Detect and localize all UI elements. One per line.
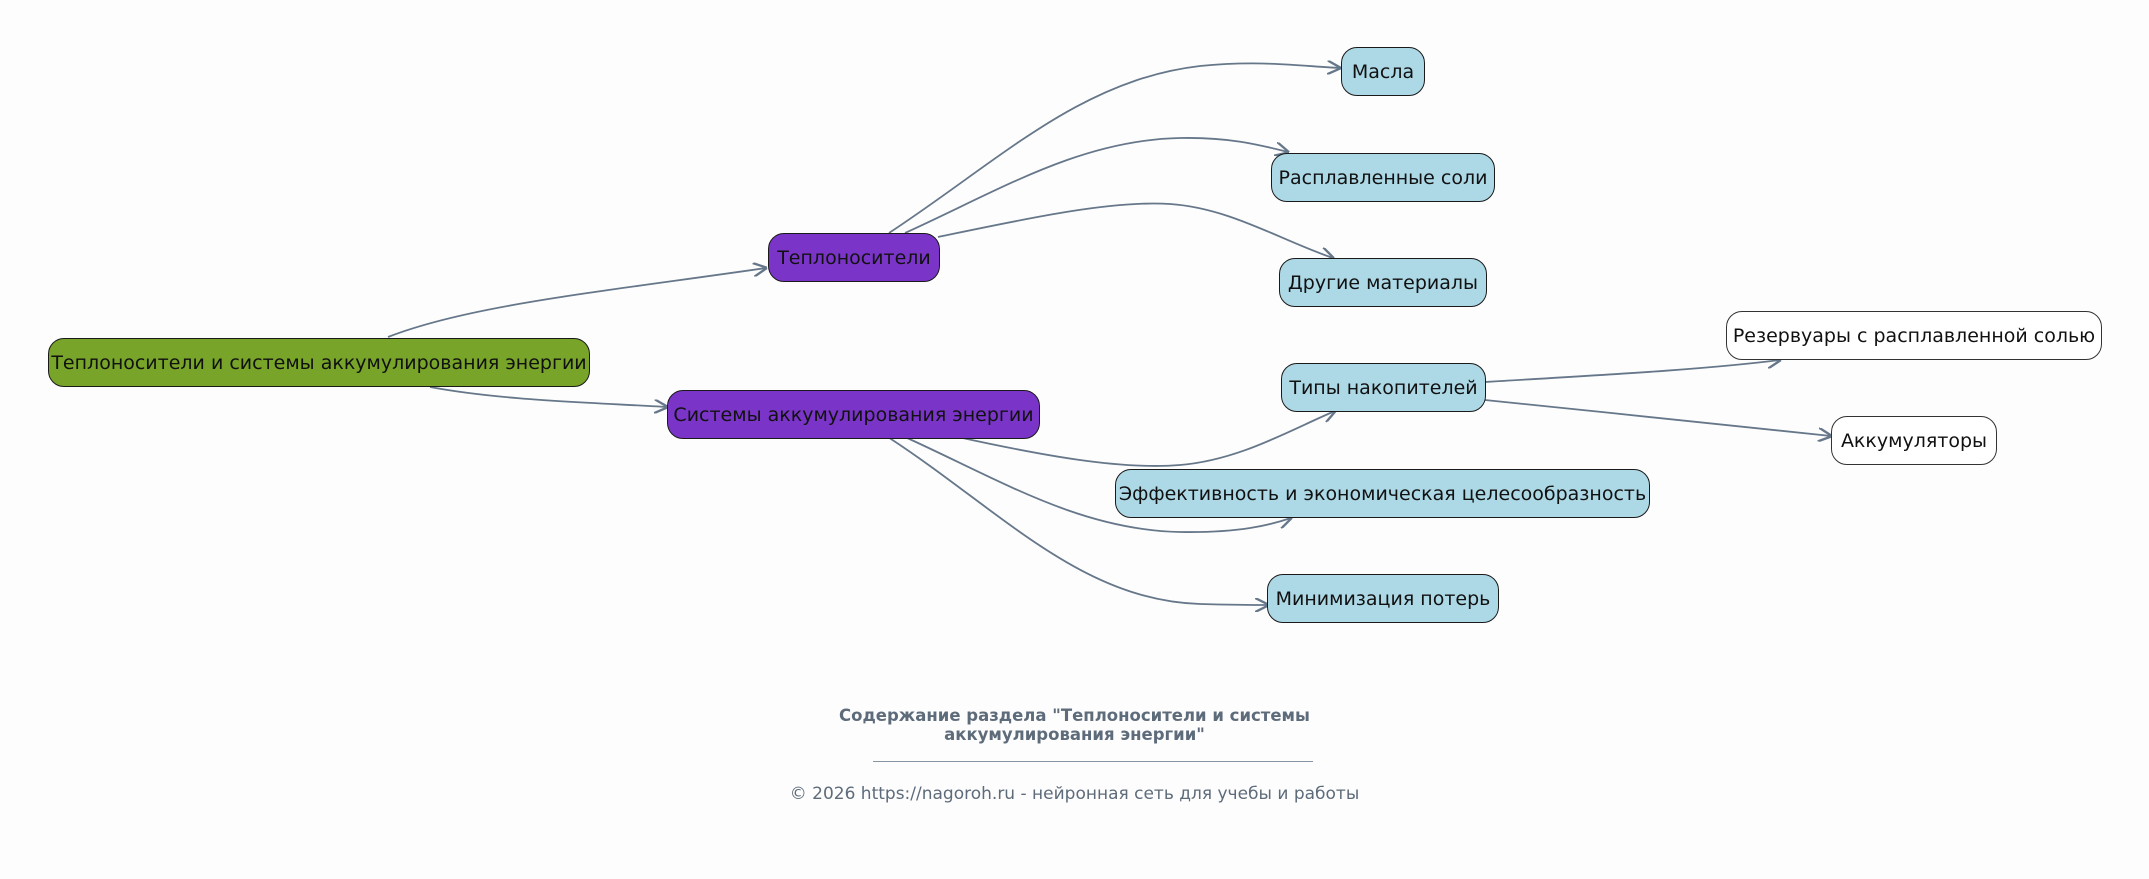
edge-root-heat-carriers bbox=[387, 268, 766, 338]
edge-heat-carriers-oils bbox=[888, 63, 1340, 234]
node-oils: Масла bbox=[1341, 47, 1425, 96]
title-line-1: Содержание раздела "Теплоносители и сист… bbox=[839, 706, 1310, 725]
edge-storage-systems-efficiency bbox=[904, 436, 1291, 533]
diagram-title: Содержание раздела "Теплоносители и сист… bbox=[0, 706, 2149, 744]
node-label: Теплоносители и системы аккумулирования … bbox=[51, 351, 587, 374]
node-label: Расплавленные соли bbox=[1278, 166, 1488, 189]
edge-storage-systems-loss-min bbox=[887, 436, 1268, 605]
node-molten-salt-tanks: Резервуары с расплавленной солью bbox=[1726, 311, 2102, 360]
node-label: Системы аккумулирования энергии bbox=[673, 403, 1034, 426]
edge-storage-systems-storage-types bbox=[957, 411, 1335, 467]
divider bbox=[873, 761, 1313, 762]
node-root: Теплоносители и системы аккумулирования … bbox=[48, 338, 590, 387]
node-heat-carriers: Теплоносители bbox=[768, 233, 940, 282]
node-label: Типы накопителей bbox=[1289, 376, 1478, 399]
edge-storage-types-tanks bbox=[1484, 360, 1780, 383]
node-other-materials: Другие материалы bbox=[1279, 258, 1487, 307]
node-label: Теплоносители bbox=[777, 246, 931, 269]
node-efficiency: Эффективность и экономическая целесообра… bbox=[1115, 469, 1650, 518]
node-label: Резервуары с расплавленной солью bbox=[1732, 324, 2096, 347]
node-label: Аккумуляторы bbox=[1840, 429, 1988, 452]
node-label: Масла bbox=[1351, 60, 1415, 83]
node-molten-salts: Расплавленные соли bbox=[1271, 153, 1495, 202]
edge-heat-carriers-other-materials bbox=[937, 202, 1333, 258]
node-storage-types: Типы накопителей bbox=[1281, 363, 1486, 412]
node-storage-systems: Системы аккумулирования энергии bbox=[667, 390, 1040, 439]
node-loss-minimization: Минимизация потерь bbox=[1267, 574, 1499, 623]
node-label: Другие материалы bbox=[1287, 271, 1479, 294]
node-batteries: Аккумуляторы bbox=[1831, 416, 1997, 465]
footer-copyright: © 2026 https://nagoroh.ru - нейронная се… bbox=[789, 784, 1360, 804]
node-label: Эффективность и экономическая целесообра… bbox=[1118, 482, 1647, 505]
edge-heat-carriers-molten-salts bbox=[904, 137, 1288, 234]
edge-root-storage-systems bbox=[429, 386, 667, 407]
edge-storage-types-batteries bbox=[1484, 399, 1831, 436]
title-line-2: аккумулирования энергии" bbox=[944, 725, 1205, 744]
node-label: Минимизация потерь bbox=[1275, 587, 1491, 610]
